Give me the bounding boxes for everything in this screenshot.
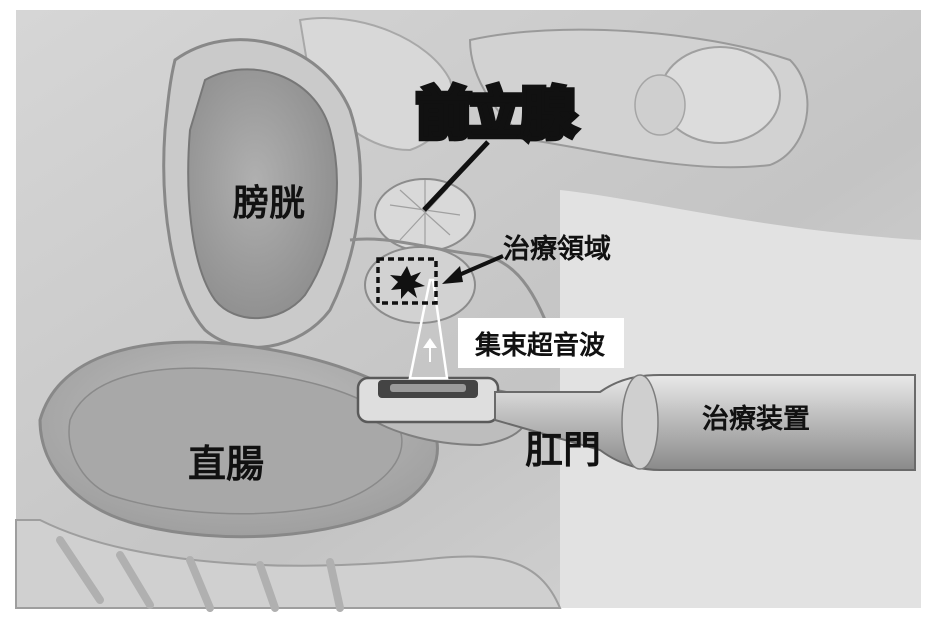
testis-shape [635,75,685,135]
treatment-area-label: 治療領域 [503,233,611,265]
prostate-label: 前立腺 [418,85,575,145]
focused-ultrasound-label: 集束超音波 [474,330,606,361]
bladder-label: 膀胱 [232,183,305,224]
rectum-label: 直腸 [188,442,264,486]
treatment-device-label: 治療装置 [702,404,810,435]
anus-label: 肛門 [525,428,601,472]
